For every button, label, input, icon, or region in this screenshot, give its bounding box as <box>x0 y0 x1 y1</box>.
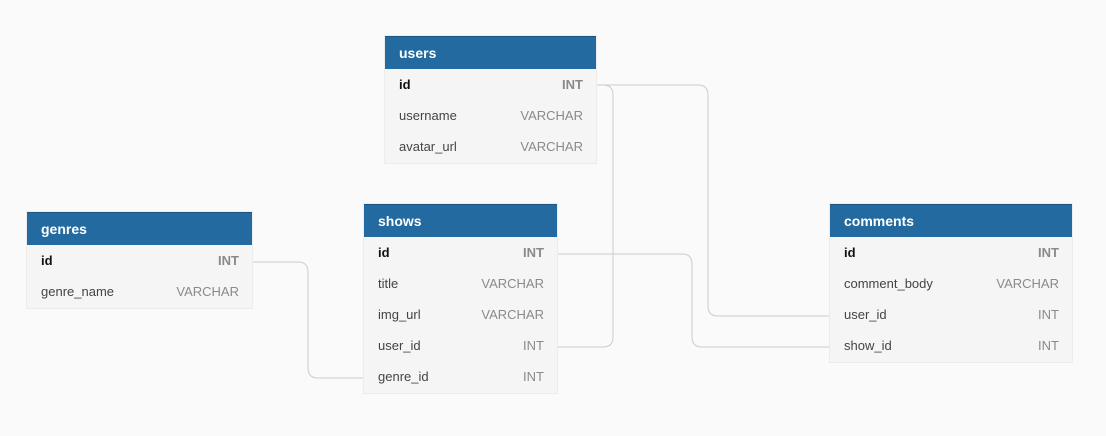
column-type: INT <box>523 338 544 353</box>
table-header-shows[interactable]: shows <box>364 204 557 237</box>
column-name: user_id <box>378 338 421 353</box>
column-name: id <box>844 245 856 260</box>
column-type: VARCHAR <box>520 139 583 154</box>
column-name: title <box>378 276 399 291</box>
column-type: INT <box>218 253 239 268</box>
column-name: id <box>41 253 53 268</box>
column-name: id <box>378 245 390 260</box>
column-type: VARCHAR <box>481 276 544 291</box>
table-comments[interactable]: comments id INT comment_body VARCHAR use… <box>830 204 1072 362</box>
column-name: username <box>399 108 457 123</box>
column-name: genre_id <box>378 369 429 384</box>
connector-shows-id-to-comments-show-id <box>557 253 830 348</box>
table-shows[interactable]: shows id INT title VARCHAR img_url VARCH… <box>364 204 557 393</box>
column-type: INT <box>562 77 583 92</box>
column-type: INT <box>1038 307 1059 322</box>
column-type: INT <box>523 245 544 260</box>
column-row-genres-genre-name[interactable]: genre_name VARCHAR <box>27 276 252 307</box>
column-row-genres-id[interactable]: id INT <box>27 245 252 276</box>
table-header-users[interactable]: users <box>385 36 596 69</box>
column-name: img_url <box>378 307 421 322</box>
connector-genres-id-to-shows-genre-id <box>252 261 364 379</box>
column-type: VARCHAR <box>481 307 544 322</box>
table-header-genres[interactable]: genres <box>27 212 252 245</box>
column-row-comments-comment-body[interactable]: comment_body VARCHAR <box>830 268 1072 299</box>
table-users[interactable]: users id INT username VARCHAR avatar_url… <box>385 36 596 163</box>
column-name: show_id <box>844 338 892 353</box>
column-type: INT <box>523 369 544 384</box>
connector-users-id-to-comments-user-id <box>596 84 830 317</box>
column-name: user_id <box>844 307 887 322</box>
column-type: VARCHAR <box>520 108 583 123</box>
column-name: genre_name <box>41 284 114 299</box>
column-row-shows-title[interactable]: title VARCHAR <box>364 268 557 299</box>
table-genres[interactable]: genres id INT genre_name VARCHAR <box>27 212 252 308</box>
column-row-shows-genre-id[interactable]: genre_id INT <box>364 361 557 392</box>
table-header-comments[interactable]: comments <box>830 204 1072 237</box>
column-type: INT <box>1038 245 1059 260</box>
column-row-shows-id[interactable]: id INT <box>364 237 557 268</box>
column-row-users-username[interactable]: username VARCHAR <box>385 100 596 131</box>
column-name: comment_body <box>844 276 933 291</box>
column-row-users-id[interactable]: id INT <box>385 69 596 100</box>
column-name: avatar_url <box>399 139 457 154</box>
column-row-users-avatar-url[interactable]: avatar_url VARCHAR <box>385 131 596 162</box>
column-row-comments-show-id[interactable]: show_id INT <box>830 330 1072 361</box>
column-type: VARCHAR <box>176 284 239 299</box>
column-row-comments-user-id[interactable]: user_id INT <box>830 299 1072 330</box>
column-name: id <box>399 77 411 92</box>
column-type: VARCHAR <box>996 276 1059 291</box>
column-row-comments-id[interactable]: id INT <box>830 237 1072 268</box>
column-type: INT <box>1038 338 1059 353</box>
column-row-shows-img-url[interactable]: img_url VARCHAR <box>364 299 557 330</box>
column-row-shows-user-id[interactable]: user_id INT <box>364 330 557 361</box>
